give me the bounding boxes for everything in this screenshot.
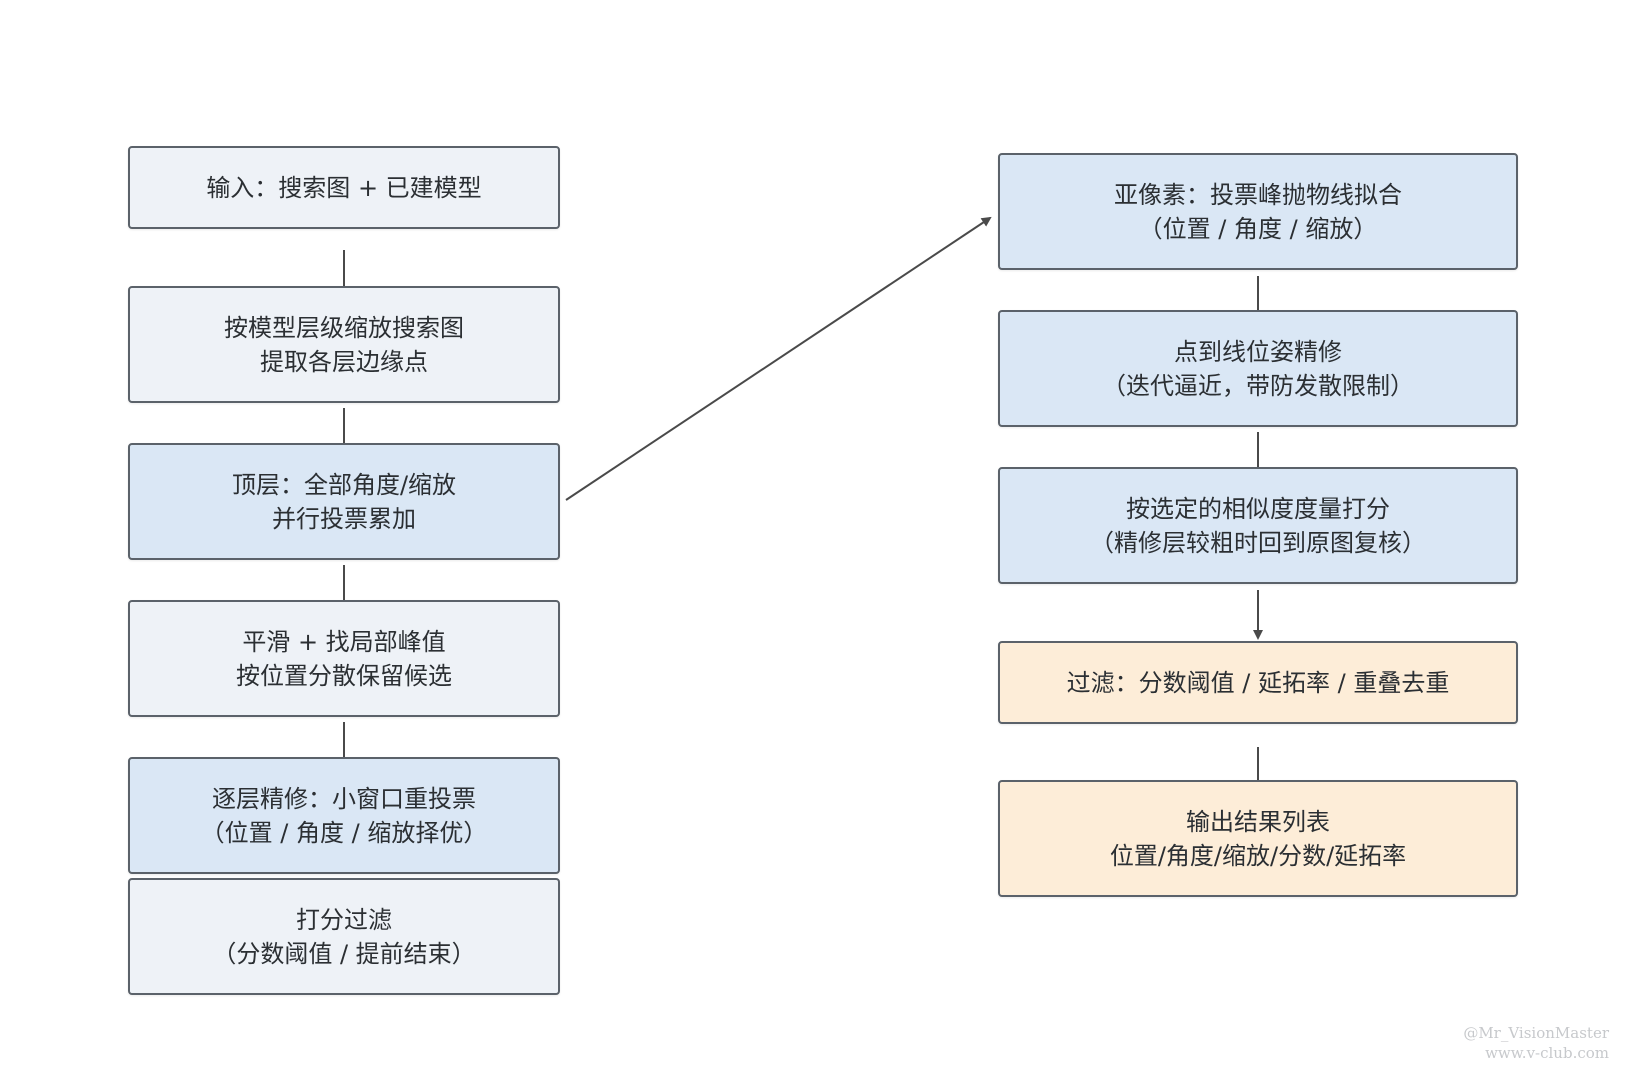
- step-output-line2: 位置/角度/缩放/分数/延拓率: [1109, 841, 1407, 870]
- step-subpixel: 亚像素：投票峰抛物线拟合 （位置 / 角度 / 缩放）: [998, 153, 1518, 270]
- step-filter-line1: 过滤：分数阈值 / 延拓率 / 重叠去重: [1066, 668, 1450, 697]
- step-top-voting: 顶层：全部角度/缩放 并行投票累加: [128, 443, 560, 560]
- watermark-url: www.v-club.com: [1485, 1044, 1609, 1062]
- connector-arrow: [565, 216, 992, 501]
- watermark: @Mr_VisionMaster www.v-club.com: [1463, 1023, 1609, 1063]
- step-top-voting-line2: 并行投票累加: [272, 504, 416, 533]
- step-similarity-score: 按选定的相似度度量打分 （精修层较粗时回到原图复核）: [998, 467, 1518, 584]
- step-pyramid: 按模型层级缩放搜索图 提取各层边缘点: [128, 286, 560, 403]
- step-peak-finding-line2: 按位置分散保留候选: [236, 661, 452, 690]
- step-score-filter: 打分过滤 （分数阈值 / 提前结束）: [128, 878, 560, 995]
- step-pose-refine-line2: （迭代逼近，带防发散限制）: [1102, 371, 1414, 400]
- step-layer-refine-line1: 逐层精修：小窗口重投票: [212, 784, 476, 813]
- step-similarity-score-line2: （精修层较粗时回到原图复核）: [1090, 528, 1426, 557]
- step-pose-refine-line1: 点到线位姿精修: [1174, 337, 1342, 366]
- step-subpixel-line2: （位置 / 角度 / 缩放）: [1138, 214, 1378, 243]
- step-layer-refine-line2: （位置 / 角度 / 缩放择优）: [200, 818, 488, 847]
- step-peak-finding-line1: 平滑 + 找局部峰值: [242, 627, 446, 656]
- step-similarity-score-line1: 按选定的相似度度量打分: [1126, 494, 1390, 523]
- step-input-line1: 输入：搜索图 + 已建模型: [206, 173, 482, 202]
- step-score-filter-line2: （分数阈值 / 提前结束）: [212, 939, 476, 968]
- step-top-voting-line1: 顶层：全部角度/缩放: [231, 470, 457, 499]
- step-pyramid-line1: 按模型层级缩放搜索图: [224, 313, 464, 342]
- step-pyramid-line2: 提取各层边缘点: [260, 347, 428, 376]
- step-pose-refine: 点到线位姿精修 （迭代逼近，带防发散限制）: [998, 310, 1518, 427]
- step-output: 输出结果列表 位置/角度/缩放/分数/延拓率: [998, 780, 1518, 897]
- step-output-line1: 输出结果列表: [1186, 807, 1330, 836]
- step-subpixel-line1: 亚像素：投票峰抛物线拟合: [1114, 180, 1402, 209]
- step-score-filter-line1: 打分过滤: [296, 905, 392, 934]
- watermark-handle: @Mr_VisionMaster: [1463, 1024, 1609, 1042]
- step-layer-refine: 逐层精修：小窗口重投票 （位置 / 角度 / 缩放择优）: [128, 757, 560, 874]
- step-filter: 过滤：分数阈值 / 延拓率 / 重叠去重: [998, 641, 1518, 724]
- step-input: 输入：搜索图 + 已建模型: [128, 146, 560, 229]
- step-peak-finding: 平滑 + 找局部峰值 按位置分散保留候选: [128, 600, 560, 717]
